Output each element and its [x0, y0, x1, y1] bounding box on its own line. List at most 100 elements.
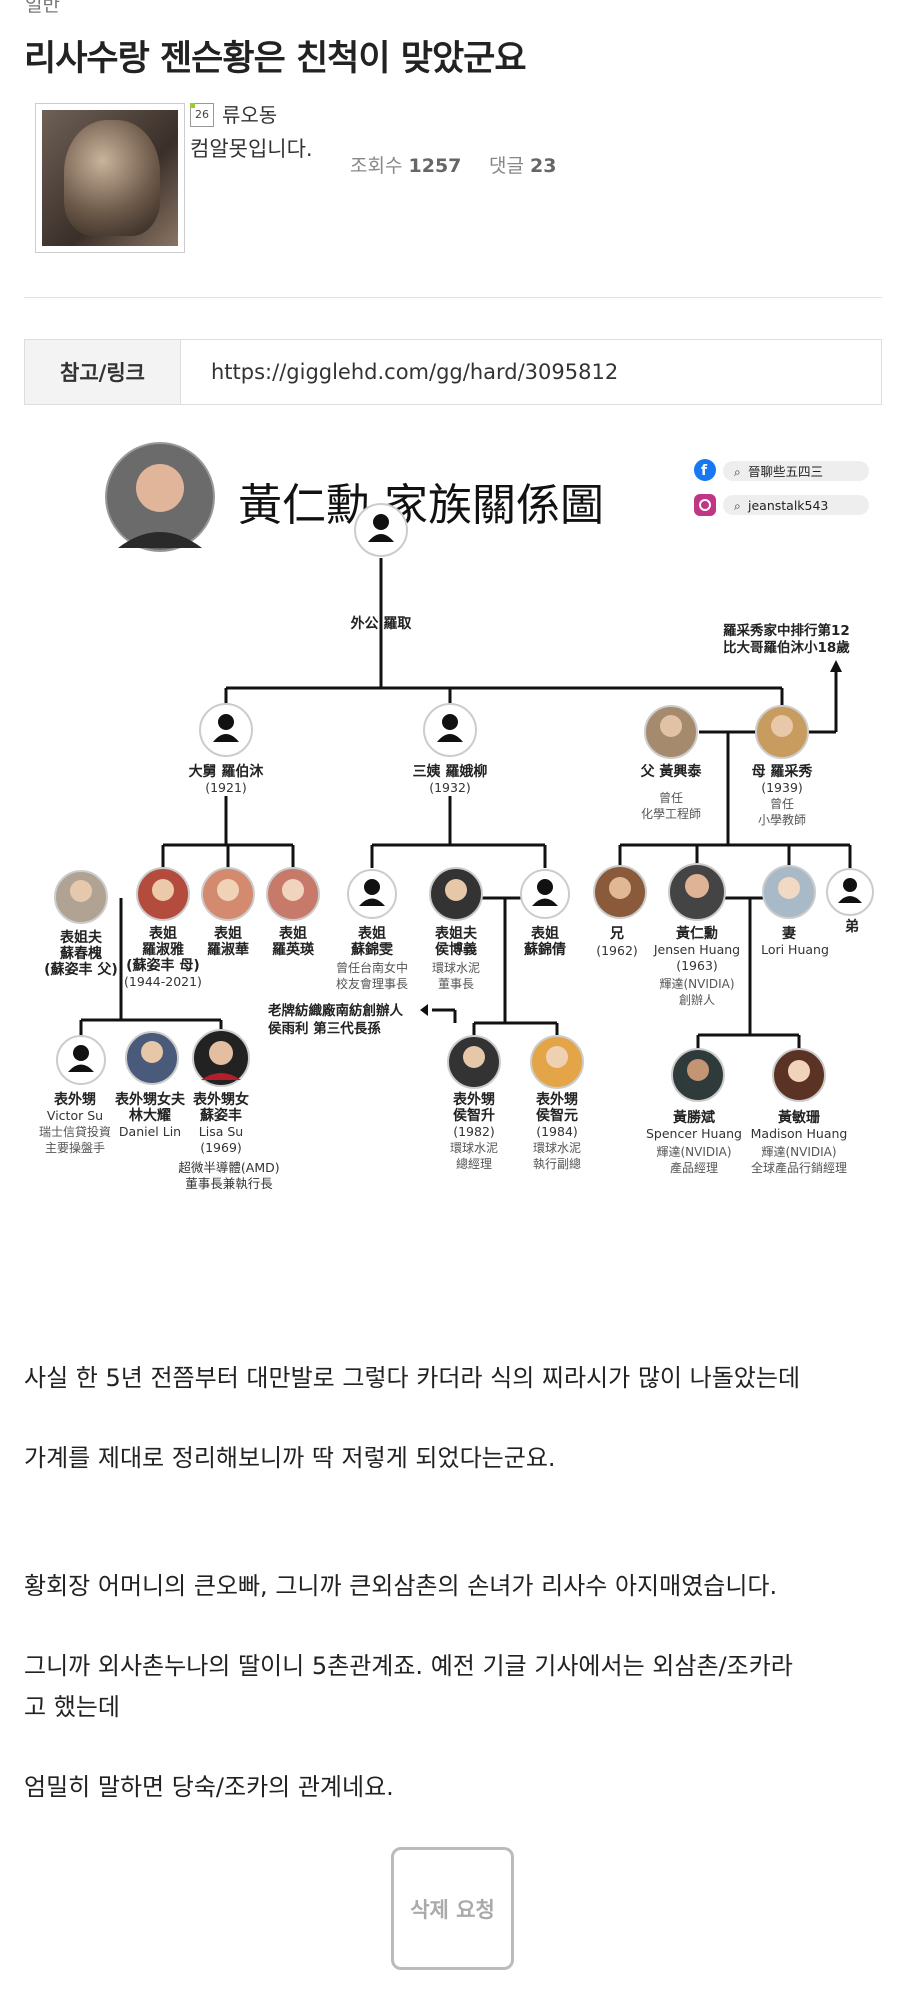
victor-l3: 瑞士信貸投資 — [39, 1124, 111, 1139]
node-hou1: 表外甥 侯智升 (1982) 環球水泥 總經理 — [447, 1035, 501, 1171]
lisa-l1: 表外甥女 — [192, 1091, 249, 1108]
cousin4-l2: 蘇錦雯 — [350, 941, 394, 958]
facebook-handle: 晉聊些五四三 — [748, 464, 823, 479]
arrow-up-icon — [830, 660, 842, 672]
node-victor: 表外甥 Victor Su 瑞士信貸投資 主要操盤手 — [39, 1035, 111, 1155]
node-cousin1: 表姐 羅淑雅 (蘇姿丰 母) (1944-2021) — [124, 867, 202, 989]
comments-value: 23 — [530, 155, 557, 177]
madison-l3: 輝達(NVIDIA) — [761, 1145, 836, 1159]
node-cousin3: 表姐 羅英瑛 — [266, 867, 320, 958]
daniel-l2: 林大耀 — [129, 1107, 171, 1124]
family-tree-image: 黃仁勳 家族關係圖 f ⌕ 晉聊些五四三 ⌕ jeanstalk543 外公 羅… — [39, 442, 874, 1191]
cousin1-l1: 表姐 — [148, 925, 177, 942]
hou-note-2: 侯雨利 第三代長孫 — [268, 1020, 381, 1037]
tree-lines — [79, 558, 852, 1050]
cousin1-l4: (1944-2021) — [124, 974, 202, 989]
facebook-icon — [694, 459, 716, 481]
node-brother-young: 弟 — [826, 868, 874, 935]
brother-young-l1: 弟 — [845, 918, 859, 935]
cousin4-l4: 校友會理事長 — [336, 976, 408, 991]
cousin6-l1: 表姐 — [530, 925, 559, 942]
spencer-l1: 黃勝斌 — [672, 1109, 715, 1126]
father-role-2: 化學工程師 — [641, 806, 701, 821]
post-title: 리사수랑 젠슨황은 친척이 맞았군요 — [24, 39, 527, 79]
node-mother: 母 羅采秀 (1939) 曾任 小學教師 — [752, 705, 814, 827]
aunt-year: (1932) — [429, 780, 471, 795]
aunt-label: 三姨 羅娥柳 — [413, 763, 488, 780]
cousin1-l2: 羅淑雅 — [142, 941, 184, 958]
hou-note-1: 老牌紡織廠南紡創辦人 — [268, 1002, 403, 1019]
lisa-l4: (1969) — [200, 1140, 242, 1155]
node-brother-old: 兄 (1962) — [593, 865, 647, 958]
reference-label: 참고/링크 — [25, 340, 181, 404]
hou1-l5: 總經理 — [456, 1156, 492, 1171]
cousin4-l3: 曾任台南女中 — [336, 960, 408, 975]
body-paragraph: 그니까 외사촌누나의 딸이니 5촌관계죠. 예전 기글 기사에서는 외삼촌/조카… — [24, 1652, 793, 1680]
delete-request-button[interactable]: 삭제 요청 — [391, 1847, 514, 1970]
cousin5-l1: 表姐夫 — [434, 925, 478, 942]
jacket — [118, 532, 202, 548]
author-avatar[interactable] — [35, 103, 185, 253]
cousin2-l1: 表姐 — [213, 925, 242, 942]
jensen-l1: 黃仁勳 — [675, 925, 718, 942]
mother-note-1: 羅采秀家中排行第12 — [723, 622, 850, 639]
views-label: 조회수 — [350, 155, 403, 177]
mother-label: 母 羅采秀 — [752, 763, 814, 780]
body-paragraph: 사실 한 5년 전쯤부터 대만발로 그렇다 카더라 식의 찌라시가 많이 나돌았… — [24, 1364, 801, 1392]
comment-count[interactable]: 댓글 23 — [489, 151, 556, 178]
author-signature: 컴알못입니다. — [190, 137, 313, 161]
spencer-l4: 產品經理 — [670, 1160, 718, 1175]
author-name[interactable]: 류오동 — [222, 103, 278, 127]
hou1-l2: 侯智升 — [453, 1107, 495, 1124]
victor-l1: 表外甥 — [53, 1091, 96, 1108]
node-cousin4: 表姐 蘇錦雯 曾任台南女中 校友會理事長 — [336, 869, 408, 991]
cousin5-l3: 環球水泥 — [432, 961, 480, 975]
node-spencer: 黃勝斌 Spencer Huang 輝達(NVIDIA) 產品經理 — [646, 1048, 742, 1175]
node-father: 父 黃興泰 曾任 化學工程師 — [640, 705, 703, 821]
madison-l2: Madison Huang — [751, 1126, 848, 1141]
brother-old-l1: 兄 — [609, 926, 624, 942]
hou1-l3: (1982) — [453, 1124, 495, 1139]
wife-l1: 妻 — [782, 925, 796, 942]
facebook-tag: f ⌕ 晉聊些五四三 — [694, 459, 869, 481]
spencer-l2: Spencer Huang — [646, 1126, 742, 1141]
node-uncle: 大舅 羅伯沐 (1921) — [189, 703, 265, 795]
cousin-bil-l1: 表姐夫 — [59, 929, 103, 946]
node-daniel: 表外甥女夫 林大耀 Daniel Lin — [114, 1031, 186, 1139]
mother-note-2: 比大哥羅伯沐小18歲 — [723, 639, 850, 656]
face — [136, 464, 184, 512]
views-value: 1257 — [408, 155, 462, 177]
reference-row: 참고/링크 https://gigglehd.com/gg/hard/30958… — [24, 339, 882, 405]
arrow-left-icon — [420, 1004, 428, 1016]
node-cousin2: 表姐 羅淑華 — [201, 867, 255, 958]
lisa-l6: 董事長兼執行長 — [185, 1176, 273, 1191]
node-hou2: 表外甥 侯智元 (1984) 環球水泥 執行副總 — [530, 1035, 584, 1171]
cousin2-l2: 羅淑華 — [207, 941, 249, 958]
cousin6-l2: 蘇錦倩 — [523, 941, 566, 958]
madison-l1: 黃敏珊 — [777, 1109, 820, 1126]
mother-year: (1939) — [761, 780, 803, 795]
node-cousin6: 表姐 蘇錦倩 — [520, 869, 570, 958]
hou2-l5: 執行副總 — [533, 1156, 581, 1171]
comments-label: 댓글 — [489, 155, 524, 177]
cousin1-l3: (蘇姿丰 母) — [126, 957, 200, 974]
node-cousin-bil: 表姐夫 蘇春槐 (蘇姿丰 父) — [44, 870, 118, 978]
reference-link[interactable]: https://gigglehd.com/gg/hard/3095812 — [211, 360, 619, 384]
uncle-label: 大舅 羅伯沐 — [189, 763, 265, 780]
father-label: 父 黃興泰 — [640, 763, 703, 780]
uncle-year: (1921) — [205, 780, 247, 795]
jensen-l5: 創辦人 — [679, 993, 715, 1007]
node-jensen: 黃仁勳 Jensen Huang (1963) 輝達(NVIDIA) 創辦人 — [653, 863, 740, 1007]
lion-statue-image — [42, 110, 178, 246]
level-badge: 26 — [190, 103, 214, 127]
mother-role-1: 曾任 — [770, 797, 794, 811]
madison-l4: 全球產品行銷經理 — [751, 1160, 847, 1175]
body-paragraph: 엄밀히 말하면 당숙/조카의 관계네요. — [24, 1773, 394, 1801]
facebook-search-icon: ⌕ — [734, 465, 741, 479]
cousin5-l2: 侯博義 — [435, 941, 477, 958]
body-paragraph: 황회장 어머니의 큰오빠, 그니까 큰외삼촌의 손녀가 리사수 아지매였습니다. — [24, 1572, 778, 1600]
instagram-tag: ⌕ jeanstalk543 — [694, 494, 869, 516]
node-madison: 黃敏珊 Madison Huang 輝達(NVIDIA) 全球產品行銷經理 — [751, 1048, 848, 1175]
node-grandpa: 外公 羅取 — [351, 503, 412, 632]
cousin3-l2: 羅英瑛 — [272, 941, 315, 958]
